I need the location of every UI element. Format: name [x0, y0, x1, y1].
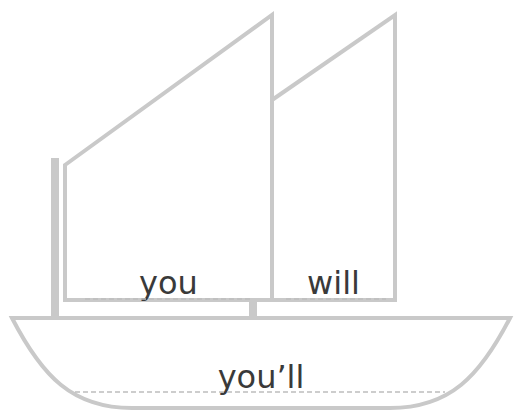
word-label: you — [63, 267, 274, 299]
mast — [51, 158, 59, 320]
sail-shape — [65, 15, 272, 300]
writing-line — [85, 298, 252, 300]
sail-shape — [272, 15, 395, 300]
word-label: you’ll — [10, 361, 512, 393]
sail: will — [270, 13, 397, 302]
sail: you — [63, 13, 274, 302]
writing-line — [286, 298, 386, 300]
hull: you’ll — [10, 316, 512, 412]
word-label: will — [270, 267, 397, 299]
sail-outline — [63, 13, 274, 302]
sail-outline — [270, 13, 397, 302]
writing-line — [75, 391, 445, 393]
